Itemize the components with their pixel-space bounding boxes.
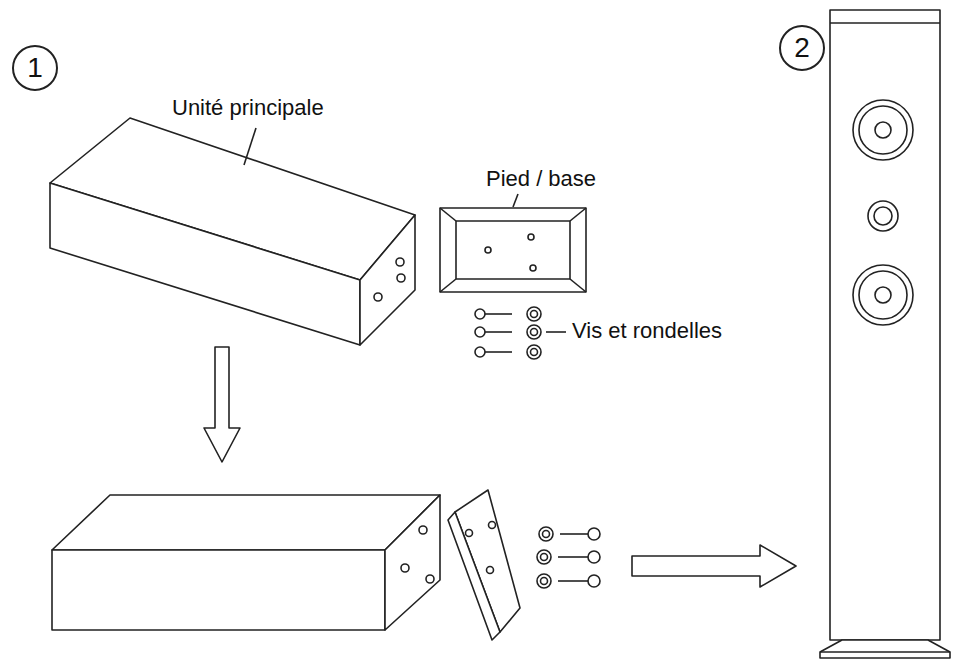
part-name: Pied / base [484,167,598,191]
main-unit [50,118,415,345]
callout-number: 2 [779,25,825,71]
main-unit-lower [52,495,440,630]
leader-line [244,128,256,165]
tower-speaker [820,10,950,658]
right-arrow [632,545,796,587]
screws-washers [475,307,541,359]
leader-line [513,194,518,207]
leader-line [546,331,566,333]
callout-number: 1 [12,45,58,91]
base-plate [440,208,586,292]
down-arrow [204,347,240,462]
part-name: Unité principale [170,96,326,120]
part-name: Vis et rondelles [570,319,724,343]
screws-washers-lower [537,527,600,588]
base-plate-side [448,490,520,640]
